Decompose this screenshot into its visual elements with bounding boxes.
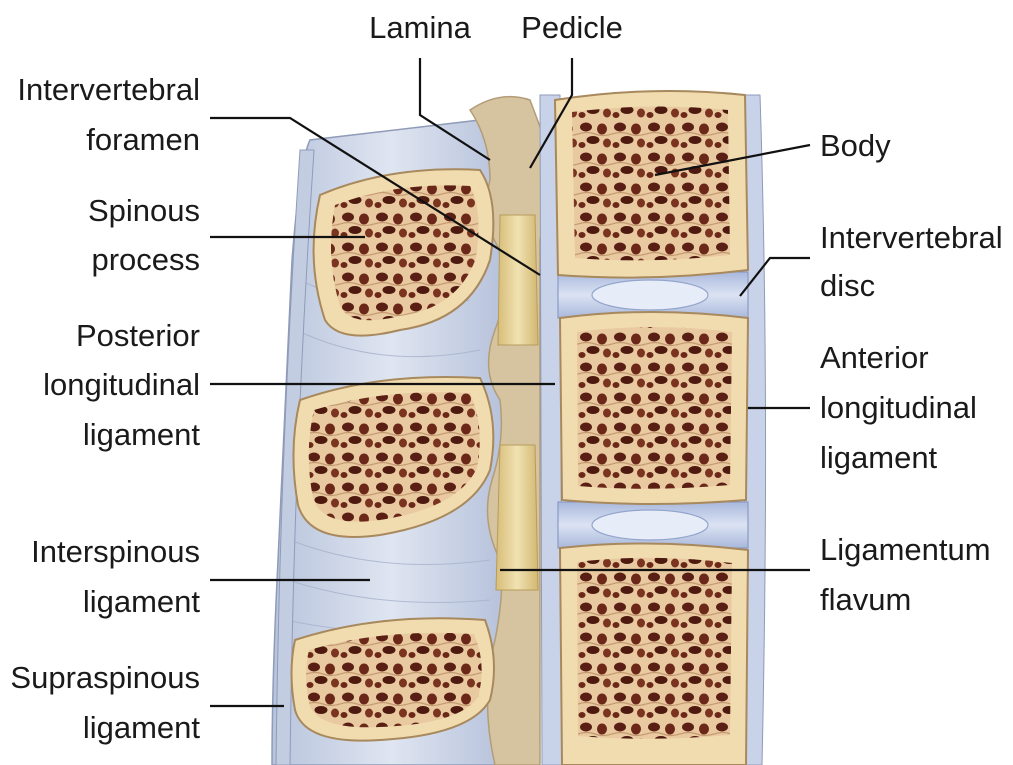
vertebral-body-top [555,91,748,278]
vertebral-body-middle [560,312,748,504]
label-spinous-process-line2: process [91,242,200,277]
label-interspinous-ligament-line1: Interspinous [31,534,200,569]
ligamentum-flavum-upper [498,215,538,345]
label-intervertebral-disc-line1: Intervertebral [820,220,1003,255]
label-spinous-process-line1: Spinous [88,193,200,228]
label-body: Body [820,128,891,163]
label-ligamentum-flavum-line2: flavum [820,582,911,617]
label-interspinous-ligament-line2: ligament [83,584,201,619]
label-anterior-longitudinal-ligament-line1: Anterior [820,340,929,375]
label-anterior-longitudinal-ligament-line3: ligament [820,440,938,475]
label-posterior-longitudinal-ligament-line3: ligament [83,417,201,452]
label-intervertebral-disc-line2: disc [820,268,875,303]
label-intervertebral-foramen-line1: Intervertebral [17,72,200,107]
vertebral-body-bottom [560,543,748,765]
label-ligamentum-flavum-line1: Ligamentum [820,532,991,567]
label-posterior-longitudinal-ligament-line1: Posterior [76,318,200,353]
ligamentum-flavum-lower [496,445,538,590]
label-supraspinous-ligament-line1: Supraspinous [10,660,200,695]
label-supraspinous-ligament-line2: ligament [83,710,201,745]
label-pedicle: Pedicle [521,10,623,45]
label-posterior-longitudinal-ligament-line2: longitudinal [43,367,200,402]
label-lamina: Lamina [369,10,471,45]
label-anterior-longitudinal-ligament-line2: longitudinal [820,390,977,425]
label-intervertebral-foramen-line2: foramen [86,122,200,157]
spinous-process-bottom [292,618,495,740]
